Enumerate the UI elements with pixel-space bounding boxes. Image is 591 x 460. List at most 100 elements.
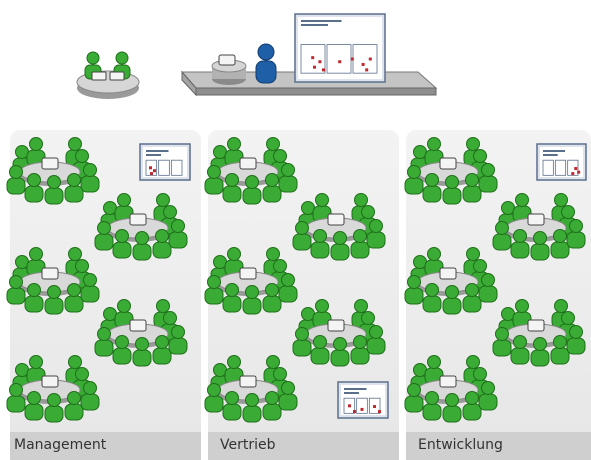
person-icon (530, 231, 550, 261)
whiteboard-icon (536, 143, 587, 181)
presenter-icon (255, 43, 277, 84)
whiteboard-icon (337, 381, 389, 419)
laptop-icon (41, 375, 59, 388)
team-table-group (492, 193, 586, 261)
laptop-icon (527, 213, 545, 226)
person-icon (530, 337, 550, 367)
person-icon (292, 327, 312, 357)
person-icon (492, 327, 512, 357)
person-icon (242, 175, 262, 205)
department-label-management: Management (14, 437, 107, 453)
department-panel-vertrieb (208, 130, 399, 460)
laptop-icon (239, 375, 257, 388)
person-icon (278, 381, 298, 411)
laptop-icon (91, 71, 125, 81)
person-icon (168, 219, 188, 249)
person-icon (404, 383, 424, 413)
team-table-group (6, 355, 100, 423)
person-icon (152, 229, 172, 259)
person-icon (350, 335, 370, 365)
laptop-icon (129, 213, 147, 226)
person-icon (492, 221, 512, 251)
person-icon (462, 173, 482, 203)
team-table-group (404, 137, 498, 205)
person-icon (152, 335, 172, 365)
team-table-group (204, 137, 298, 205)
person-icon (64, 391, 84, 421)
person-icon (132, 231, 152, 261)
person-icon (330, 337, 350, 367)
laptop-icon (439, 157, 457, 170)
team-table-group (94, 299, 188, 367)
person-icon (478, 163, 498, 193)
person-icon (242, 285, 262, 315)
department-panel-management (10, 130, 201, 460)
person-icon (44, 285, 64, 315)
person-icon (478, 273, 498, 303)
person-icon (404, 275, 424, 305)
team-table-group (6, 137, 100, 205)
team-table-group (292, 299, 386, 367)
person-icon (366, 325, 386, 355)
team-table-group (204, 355, 298, 423)
person-icon (442, 175, 462, 205)
team-table-group (204, 247, 298, 315)
laptop-icon (439, 375, 457, 388)
person-icon (24, 283, 44, 313)
person-icon (550, 229, 570, 259)
person-icon (462, 391, 482, 421)
person-icon (422, 173, 442, 203)
person-icon (222, 391, 242, 421)
team-table-group (404, 355, 498, 423)
person-icon (204, 275, 224, 305)
person-icon (6, 383, 26, 413)
person-icon (566, 325, 586, 355)
person-icon (310, 335, 330, 365)
person-icon (350, 229, 370, 259)
person-icon (6, 165, 26, 195)
person-icon (278, 163, 298, 193)
person-icon (94, 327, 114, 357)
department-label-vertrieb: Vertrieb (220, 437, 276, 453)
laptop-icon (41, 157, 59, 170)
person-icon (442, 285, 462, 315)
department-label-entwicklung: Entwicklung (418, 437, 503, 453)
person-icon (422, 391, 442, 421)
team-table-group (6, 247, 100, 315)
person-icon (262, 283, 282, 313)
person-icon (366, 219, 386, 249)
team-table-group (404, 247, 498, 315)
person-icon (478, 381, 498, 411)
laptop-icon (439, 267, 457, 280)
person-icon (222, 283, 242, 313)
laptop-icon (527, 319, 545, 332)
person-icon (242, 393, 262, 423)
team-table-group (292, 193, 386, 261)
person-icon (168, 325, 188, 355)
laptop-icon (327, 319, 345, 332)
person-icon (510, 229, 530, 259)
person-icon (132, 337, 152, 367)
person-icon (310, 229, 330, 259)
person-icon (262, 173, 282, 203)
person-icon (292, 221, 312, 251)
person-icon (204, 165, 224, 195)
person-icon (44, 393, 64, 423)
person-icon (94, 221, 114, 251)
person-icon (262, 391, 282, 421)
whiteboard-icon (294, 13, 386, 83)
small-meeting-group (76, 51, 140, 99)
person-icon (278, 273, 298, 303)
person-icon (424, 247, 444, 277)
person-icon (566, 219, 586, 249)
person-icon (64, 173, 84, 203)
laptop-icon (239, 267, 257, 280)
laptop-icon (327, 213, 345, 226)
person-icon (462, 283, 482, 313)
person-icon (204, 383, 224, 413)
person-icon (222, 173, 242, 203)
person-icon (80, 381, 100, 411)
team-table-group (492, 299, 586, 367)
laptop-icon (41, 267, 59, 280)
